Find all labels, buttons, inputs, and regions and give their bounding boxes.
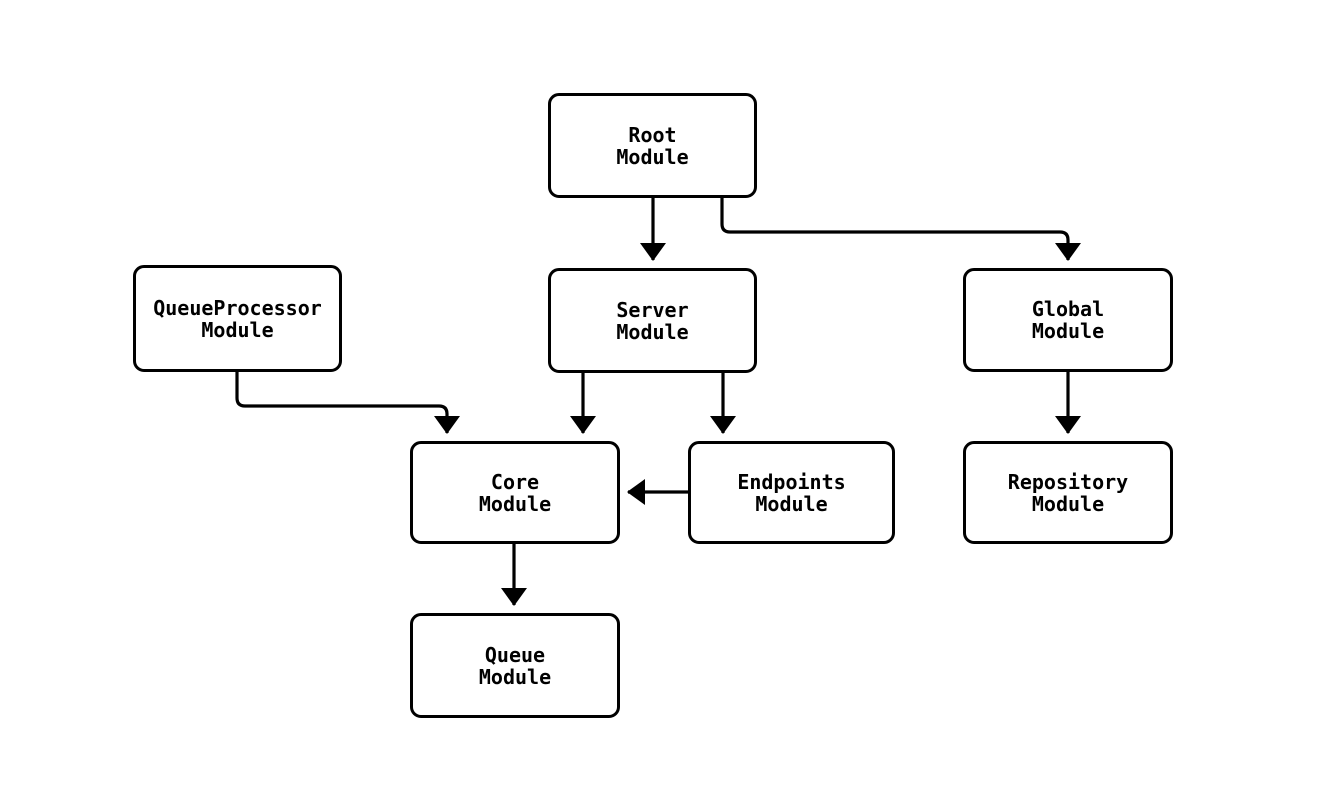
node-core-module: Core Module: [410, 441, 620, 544]
node-server-module: Server Module: [548, 268, 757, 373]
node-endpoints-module: Endpoints Module: [688, 441, 895, 544]
node-queueprocessor-module: QueueProcessor Module: [133, 265, 342, 372]
node-root-module: Root Module: [548, 93, 757, 198]
node-global-module: Global Module: [963, 268, 1173, 372]
node-queue-module: Queue Module: [410, 613, 620, 718]
edge-root-to-global: [720, 198, 1081, 261]
edge-queueprocessor-to-core: [235, 372, 460, 434]
node-repository-module: Repository Module: [963, 441, 1173, 544]
